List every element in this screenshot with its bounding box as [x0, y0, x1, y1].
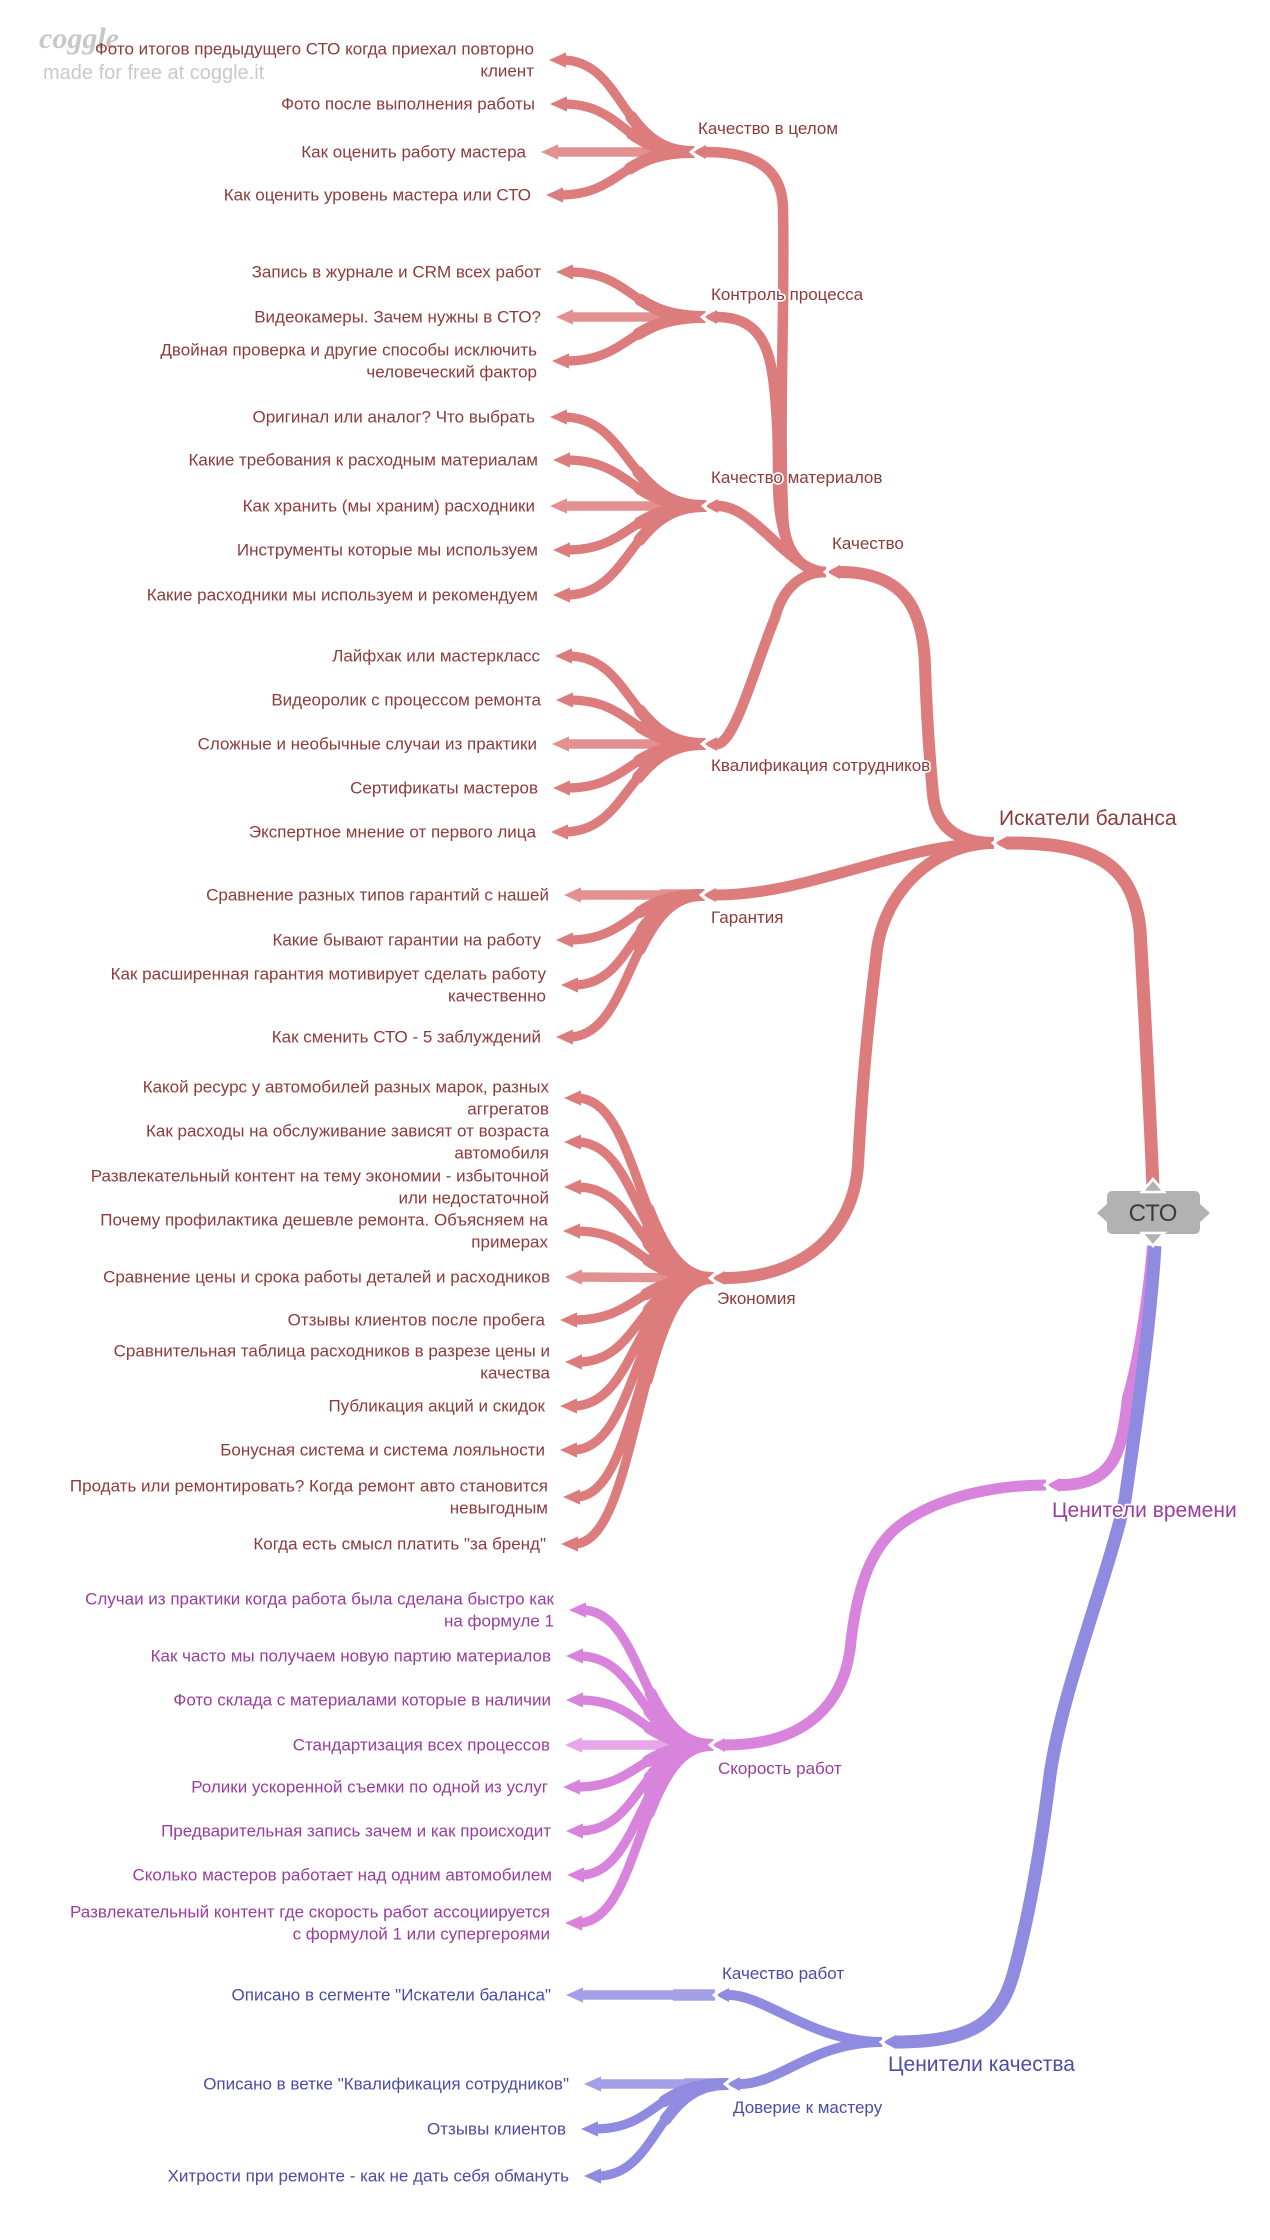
svg-text:Развлекательный контент на тем: Развлекательный контент на тему экономии…	[91, 1167, 549, 1186]
svg-text:Описано в ветке "Квалификация: Описано в ветке "Квалификация сотруднико…	[203, 2075, 569, 2094]
svg-text:Какие расходники мы используем: Какие расходники мы используем и рекомен…	[147, 586, 538, 605]
svg-text:Какие требования к расходным м: Какие требования к расходным материалам	[189, 451, 538, 470]
svg-text:Как хранить (мы храним) расход: Как хранить (мы храним) расходники	[243, 497, 535, 516]
svg-text:Сравнение цены и срока работы: Сравнение цены и срока работы деталей и …	[103, 1268, 550, 1287]
svg-text:Качество работ: Качество работ	[722, 1964, 844, 1983]
svg-text:невыгодным: невыгодным	[450, 1499, 548, 1518]
svg-text:Бонусная система и система лоя: Бонусная система и система лояльности	[220, 1441, 545, 1460]
svg-text:Лайфхак или мастеркласс: Лайфхак или мастеркласс	[332, 647, 540, 666]
svg-text:Почему профилактика дешевле ре: Почему профилактика дешевле ремонта. Объ…	[100, 1211, 548, 1230]
svg-text:Какие бывают гарантии на работ: Какие бывают гарантии на работу	[273, 931, 542, 950]
svg-text:Развлекательный контент где ск: Развлекательный контент где скорость раб…	[70, 1903, 550, 1922]
svg-text:Оригинал или аналог? Что выбра: Оригинал или аналог? Что выбрать	[252, 408, 535, 427]
svg-text:Фото итогов предыдущего СТО ко: Фото итогов предыдущего СТО когда приеха…	[95, 40, 534, 59]
svg-text:Искатели баланса: Искатели баланса	[999, 807, 1177, 830]
svg-text:Инструменты которые мы использ: Инструменты которые мы используем	[237, 541, 538, 560]
svg-text:Стандартизация всех процессов: Стандартизация всех процессов	[293, 1736, 550, 1755]
svg-text:Случаи из практики когда работ: Случаи из практики когда работа была сде…	[85, 1590, 554, 1609]
svg-text:Отзывы клиентов после пробега: Отзывы клиентов после пробега	[288, 1311, 546, 1330]
svg-text:Описано в сегменте "Искатели б: Описано в сегменте "Искатели баланса"	[232, 1986, 551, 2005]
svg-text:Ролики ускоренной съемки по од: Ролики ускоренной съемки по одной из усл…	[191, 1778, 548, 1797]
svg-text:Хитрости при ремонте - как не: Хитрости при ремонте - как не дать себя …	[168, 2167, 570, 2186]
svg-text:Скорость работ: Скорость работ	[718, 1759, 842, 1778]
svg-text:Как расширенная гарантия мотив: Как расширенная гарантия мотивирует сдел…	[111, 965, 547, 984]
svg-text:Фото после выполнения работы: Фото после выполнения работы	[281, 95, 535, 114]
svg-text:made for free at coggle.it: made for free at coggle.it	[43, 62, 265, 84]
svg-text:качества: качества	[480, 1364, 550, 1383]
svg-text:Как оценить работу мастера: Как оценить работу мастера	[301, 143, 526, 162]
svg-text:с формулой 1 или супергероями: с формулой 1 или супергероями	[293, 1925, 550, 1944]
svg-text:Как оценить уровень мастера ил: Как оценить уровень мастера или СТО	[224, 186, 531, 205]
svg-text:Продать или ремонтировать? Ког: Продать или ремонтировать? Когда ремонт …	[70, 1477, 548, 1496]
svg-text:Экономия: Экономия	[717, 1289, 796, 1308]
svg-text:Ценители качества: Ценители качества	[888, 2053, 1075, 2076]
svg-text:Экспертное мнение от первого л: Экспертное мнение от первого лица	[249, 823, 537, 842]
svg-text:Какой ресурс у автомобилей раз: Какой ресурс у автомобилей разных марок,…	[143, 1078, 550, 1097]
svg-text:coggle: coggle	[39, 22, 119, 55]
svg-text:Как расходы на обслуживание за: Как расходы на обслуживание зависят от в…	[146, 1122, 550, 1141]
svg-text:на формуле 1: на формуле 1	[444, 1612, 554, 1631]
svg-text:Сколько мастеров работает над: Сколько мастеров работает над одним авто…	[133, 1866, 552, 1885]
svg-text:Квалификация сотрудников: Квалификация сотрудников	[711, 756, 930, 775]
svg-text:Видеокамеры. Зачем нужны в СТО: Видеокамеры. Зачем нужны в СТО?	[254, 308, 541, 327]
svg-text:Гарантия: Гарантия	[711, 908, 784, 927]
svg-text:качественно: качественно	[448, 987, 546, 1006]
svg-text:Сложные и необычные случаи из: Сложные и необычные случаи из практики	[198, 735, 537, 754]
svg-text:Доверие к мастеру: Доверие к мастеру	[733, 2098, 883, 2117]
svg-text:Качество материалов: Качество материалов	[711, 468, 882, 487]
svg-text:Предварительная запись зачем и: Предварительная запись зачем и как проис…	[161, 1822, 551, 1841]
svg-text:Качество в целом: Качество в целом	[698, 119, 838, 138]
svg-text:Фото склада с материалами кото: Фото склада с материалами которые в нали…	[173, 1691, 551, 1710]
svg-text:Запись в журнале и CRM всех ра: Запись в журнале и CRM всех работ	[252, 263, 542, 282]
svg-text:Когда есть смысл платить "за б: Когда есть смысл платить "за бренд"	[253, 1535, 546, 1554]
svg-text:Публикация акций и скидок: Публикация акций и скидок	[328, 1397, 545, 1416]
svg-text:или недостаточной: или недостаточной	[398, 1189, 549, 1208]
svg-text:Сертификаты мастеров: Сертификаты мастеров	[350, 779, 538, 798]
svg-text:Качество: Качество	[832, 534, 904, 553]
svg-text:Сравнительная таблица расходни: Сравнительная таблица расходников в разр…	[114, 1342, 550, 1361]
svg-text:примерах: примерах	[471, 1233, 548, 1252]
svg-text:Видеоролик с процессом ремонта: Видеоролик с процессом ремонта	[271, 691, 541, 710]
svg-text:человеческий фактор: человеческий фактор	[366, 363, 537, 382]
svg-text:Как сменить СТО - 5 заблуждени: Как сменить СТО - 5 заблуждений	[272, 1028, 541, 1047]
svg-text:Сравнение разных типов гаранти: Сравнение разных типов гарантий с нашей	[206, 886, 549, 905]
svg-text:автомобиля: автомобиля	[454, 1144, 549, 1163]
svg-text:СТО: СТО	[1129, 1200, 1178, 1227]
svg-text:аггрегатов: аггрегатов	[467, 1100, 549, 1119]
svg-text:Ценители времени: Ценители времени	[1052, 1499, 1237, 1522]
svg-text:Как часто мы получаем новую па: Как часто мы получаем новую партию матер…	[151, 1647, 551, 1666]
svg-text:Контроль процесса: Контроль процесса	[711, 285, 864, 304]
svg-text:клиент: клиент	[480, 62, 534, 81]
svg-text:Отзывы клиентов: Отзывы клиентов	[427, 2120, 566, 2139]
svg-text:Двойная проверка и другие спос: Двойная проверка и другие способы исключ…	[160, 341, 537, 360]
